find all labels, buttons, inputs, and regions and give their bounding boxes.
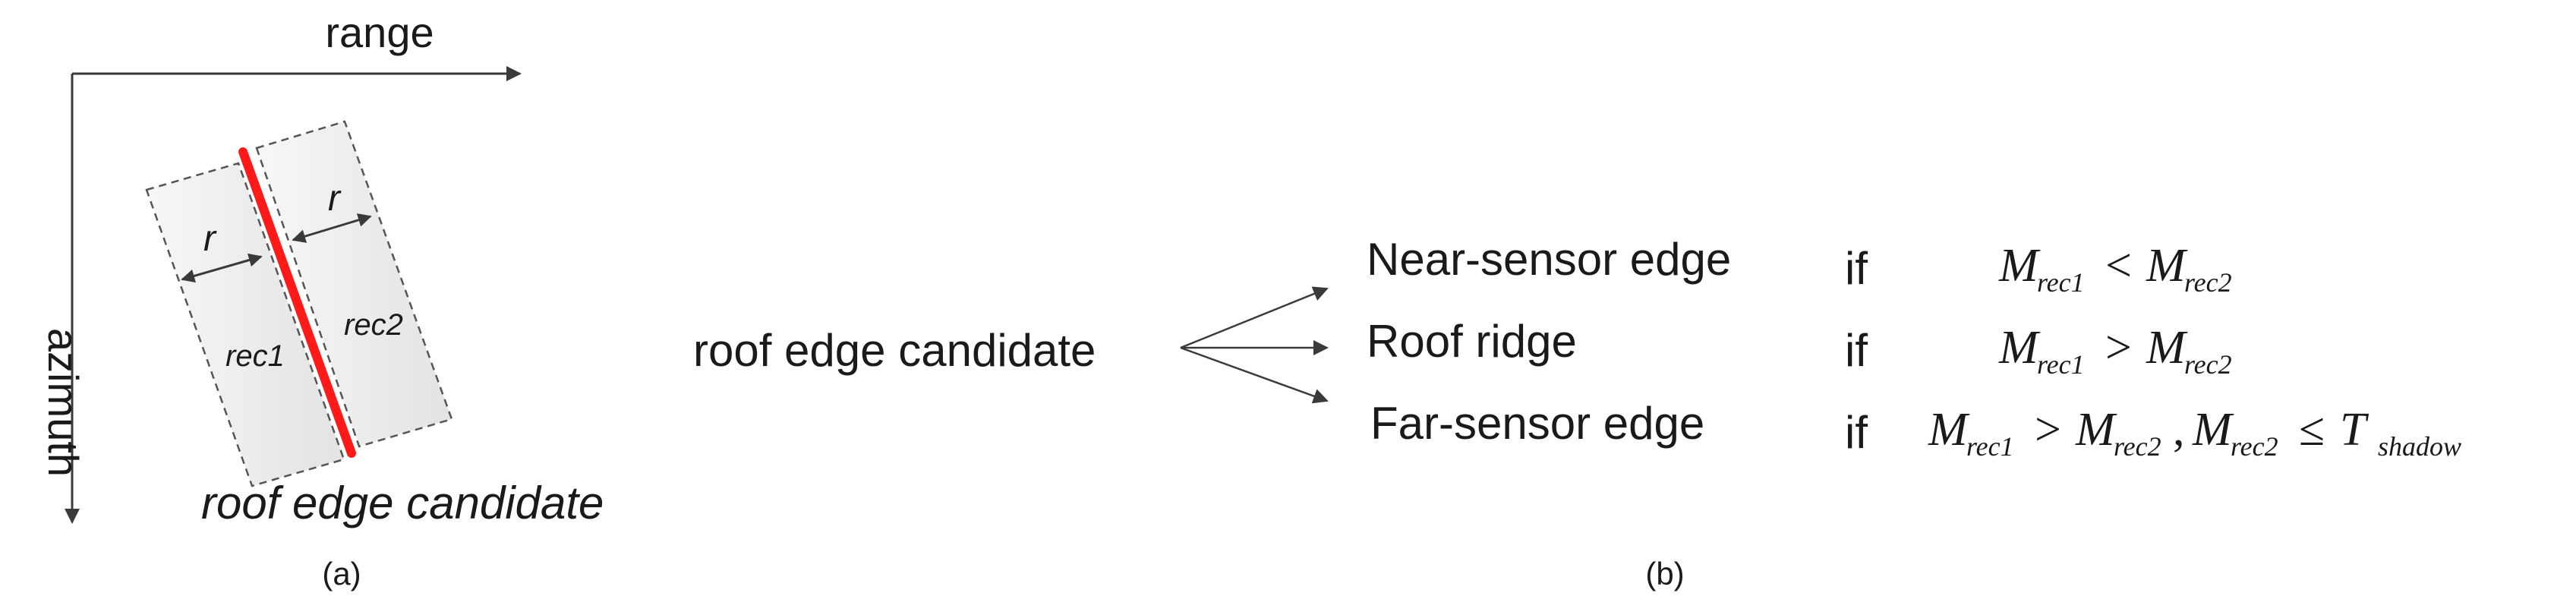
range-axis-label: range [325,8,434,56]
condition-variable: M [2146,240,2188,292]
rec1-rectangle [145,162,345,487]
rule-label: Roof ridge [1367,316,1577,367]
rec1-label: rec1 [225,339,285,373]
r-width-arrow-right [292,213,372,243]
condition-variable: M [1998,322,2041,374]
condition-subscript: rec1 [2037,267,2085,298]
source-label: roof edge candidate [693,325,1096,376]
r-label-right: r [328,178,342,219]
rule-label: Near-sensor edge [1367,234,1731,285]
condition-operator: , [2173,404,2185,456]
panel-a: range azimuth r r rec1 rec2 roof edge ca… [39,8,604,591]
condition-variable: M [2075,404,2117,456]
condition-operator: < [2105,240,2132,292]
panel-b-label: (b) [1645,556,1684,591]
condition-subscript: rec2 [2231,431,2278,462]
if-keyword: if [1845,243,1868,294]
condition-subscript: shadow [2378,431,2461,462]
condition-variable: M [2146,322,2188,374]
rec2-label: rec2 [344,308,403,342]
condition-subscript: rec2 [2184,267,2232,298]
panel-a-label: (a) [322,556,361,591]
arrow-to-near-sensor-edge [1180,286,1329,349]
condition-operator: > [2105,322,2132,374]
condition-operator: ≤ [2299,404,2325,456]
condition-operator: > [2035,404,2061,456]
condition-subscript: rec2 [2184,349,2232,380]
condition-subscript: rec1 [1966,431,2014,462]
condition-variable: M [1998,240,2041,292]
azimuth-axis-label: azimuth [39,328,87,477]
roof-edge-candidate-caption: roof edge candidate [201,478,604,528]
condition-subscript: rec1 [2037,349,2085,380]
if-keyword: if [1845,325,1868,376]
arrow-to-far-sensor-edge [1180,346,1329,404]
condition-variable: M [2192,404,2234,456]
rec2-rectangle [255,120,453,448]
condition-subscript: rec2 [2114,431,2161,462]
r-width-arrow-left [181,253,263,283]
roof-edge-line [238,147,356,458]
r-label-left: r [203,219,217,259]
condition-variable: M [1928,404,1970,456]
condition-variable: T [2340,404,2369,456]
rule-label: Far-sensor edge [1370,398,1704,449]
if-keyword: if [1845,407,1868,458]
